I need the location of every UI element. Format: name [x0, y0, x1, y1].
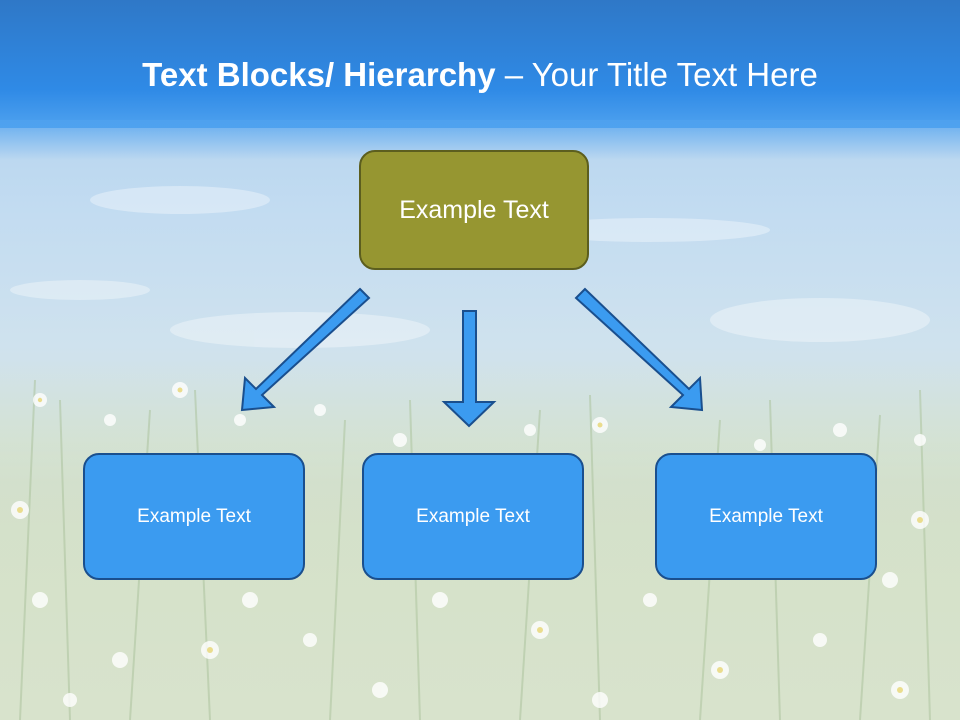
- title-bold-text: Text Blocks/ Hierarchy: [142, 56, 496, 93]
- child-box-right[interactable]: Example Text: [655, 453, 877, 580]
- child-box-right-label: Example Text: [709, 505, 823, 527]
- title-regular-text: Your Title Text Here: [531, 56, 818, 93]
- slide-title: Text Blocks/ Hierarchy – Your Title Text…: [0, 52, 960, 98]
- arrow-to-right-box: [574, 287, 704, 412]
- top-level-box-label: Example Text: [399, 195, 549, 224]
- top-level-box[interactable]: Example Text: [359, 150, 589, 270]
- child-box-middle-label: Example Text: [416, 505, 530, 527]
- title-separator: –: [495, 56, 532, 93]
- arrow-to-left-box: [240, 287, 371, 412]
- header-band: [0, 0, 960, 128]
- arrow-to-middle-box: [441, 310, 497, 428]
- child-box-middle[interactable]: Example Text: [362, 453, 584, 580]
- child-box-left-label: Example Text: [137, 505, 251, 527]
- child-box-left[interactable]: Example Text: [83, 453, 305, 580]
